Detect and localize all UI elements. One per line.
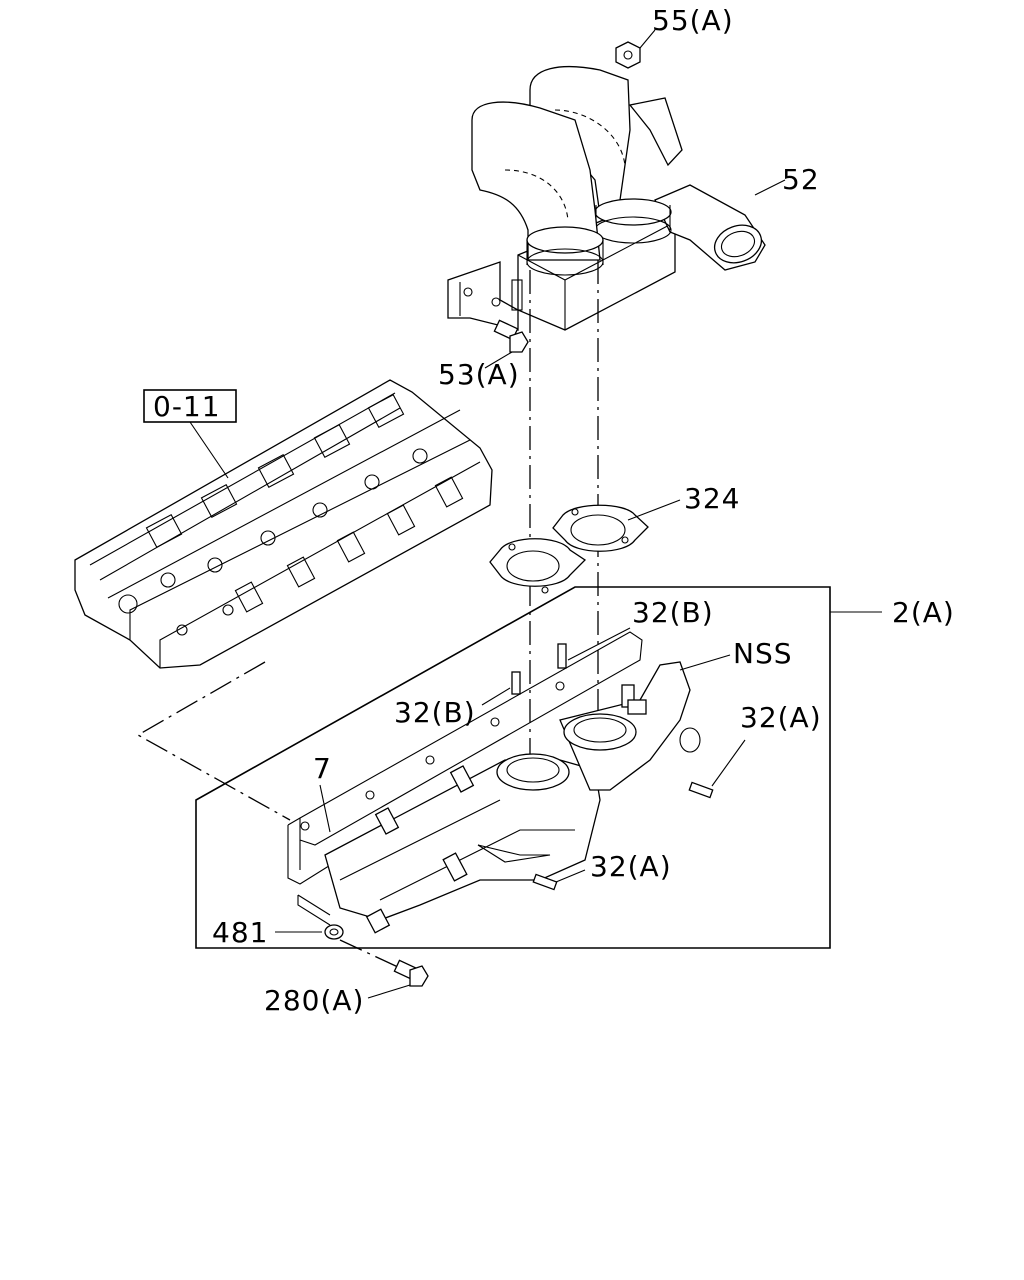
label-stud-32a-lower: 32(A) — [590, 850, 672, 883]
bolt-53a-drawing — [493, 319, 529, 353]
leader-52 — [754, 179, 786, 196]
label-intake-pipe-52: 52 — [782, 163, 820, 196]
label-nss: NSS — [733, 637, 793, 670]
leader-32b-upper — [567, 627, 631, 661]
stud-32b-drawing — [511, 643, 567, 695]
label-gasket-7: 7 — [313, 752, 332, 785]
intake-pipe-drawing — [447, 65, 766, 331]
leader-nss — [679, 654, 731, 671]
label-manifold-2a: 2(A) — [892, 596, 955, 629]
leader-32a-right — [711, 739, 746, 787]
leader-32a-lower — [555, 869, 586, 883]
label-washer-481: 481 — [212, 916, 268, 949]
alignment-lines — [136, 260, 599, 821]
leader-324 — [627, 499, 681, 521]
leader-55a — [639, 29, 656, 49]
label-bolt-53a: 53(A) — [438, 358, 520, 391]
label-stud-32b-left: 32(B) — [394, 696, 476, 729]
bolt-280a-drawing — [393, 959, 429, 987]
manifold-group-outline — [195, 586, 831, 949]
nut-55a-drawing — [615, 41, 641, 69]
manifold-gasket-7-drawing — [287, 631, 643, 926]
label-stud-32b-upper: 32(B) — [632, 596, 714, 629]
label-stud-32a-right: 32(A) — [740, 701, 822, 734]
leader-32b-left — [481, 687, 511, 706]
washer-481-drawing — [324, 924, 344, 940]
leader-53a — [484, 351, 513, 369]
stud-32a-drawing — [532, 781, 714, 891]
leader-7 — [319, 784, 331, 833]
cylinder-head-drawing — [74, 379, 493, 669]
alignment-line-280a — [339, 939, 401, 969]
label-gasket-324: 324 — [684, 482, 740, 515]
label-bolt-280a: 280(A) — [264, 984, 364, 1017]
label-nut-55a: 55(A) — [652, 4, 734, 37]
leader-280a — [367, 984, 411, 999]
label-ref-0-11: 0-11 — [153, 390, 221, 423]
gasket-324-drawing — [489, 504, 649, 594]
intake-manifold-drawing — [324, 661, 701, 934]
cylinder-head-ports — [118, 393, 464, 636]
leader-0-11 — [189, 421, 229, 479]
